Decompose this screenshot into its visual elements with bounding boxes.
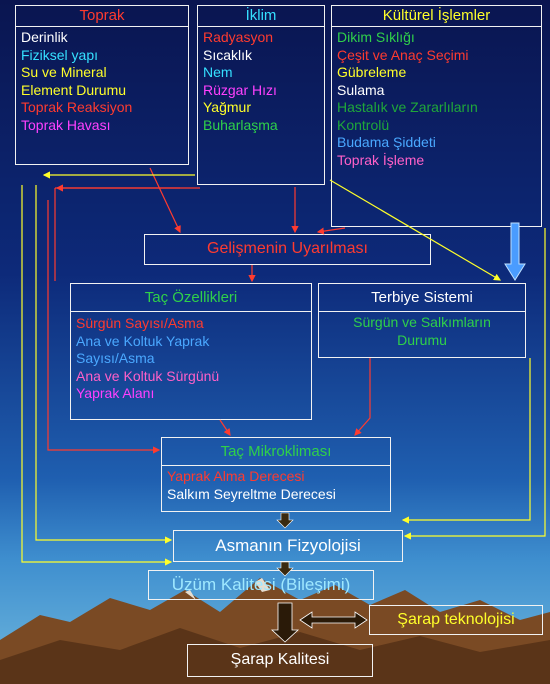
blue-arrow [505,223,525,280]
arrow-toprak-gelisme [150,168,180,232]
arrow-kultur-gelisme [318,228,345,232]
arrow-left-mikroklima [48,200,159,450]
arrow-yellow-kultur-terbiye [330,180,500,280]
double-arrow [300,612,367,628]
down-arrow-3 [272,603,298,642]
arrow-yellow-right [405,228,545,536]
down-arrow-2 [277,562,293,576]
arrow-yellow-outer [22,185,171,562]
down-arrow-1 [277,513,293,528]
arrow-tac-mikroklima [220,420,230,435]
arrow-yellow-right2 [403,358,530,520]
arrow-yellow-inner [36,185,171,540]
arrow-toprak-tac-red [55,188,180,281]
arrow-terbiye-mikroklima [355,358,370,435]
